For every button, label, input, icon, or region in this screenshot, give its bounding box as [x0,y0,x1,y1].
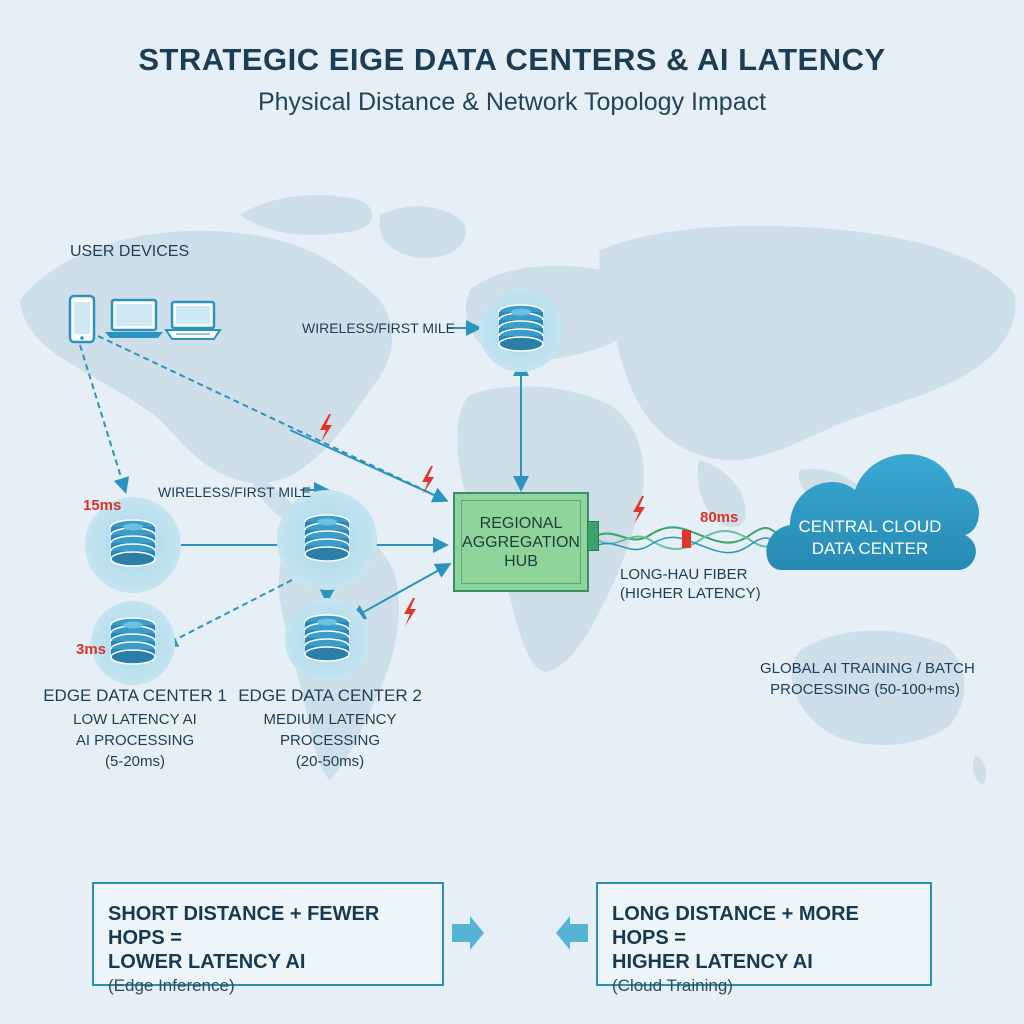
summary-cloud-line1: LONG DISTANCE + MORE HOPS = [612,903,859,949]
hub-label-line3: HUB [504,552,538,570]
summary-cloud-line3: (Cloud Training) [612,976,733,995]
hub-fiber-port [587,521,599,551]
lightning-icon [404,598,416,626]
edge2-line2: PROCESSING [279,732,381,749]
laptop-keyboard-icon [164,300,222,340]
page-title: STRATEGIC EIGE DATA CENTERS & AI LATENCY [138,42,886,77]
page-subtitle: Physical Distance & Network Topology Imp… [257,88,767,116]
link-phone-to-hub [97,335,449,503]
laptop-icon [105,298,163,338]
lightning-icon [633,496,645,524]
edge2-title: EDGE DATA CENTER 2 [238,686,422,705]
latency-label-edge1-top: 15ms [83,497,122,514]
cloud-note-line1: GLOBAL AI TRAINING / BATCH [760,660,975,677]
wireless-first-mile-label-top: WIRELESS/FIRST MILE [302,320,455,336]
edge-data-center-1-server-lower [91,601,175,685]
link-edge2-to-hub [349,563,452,620]
link-edge2-to-edge1-dashed [161,579,293,647]
arrow-left-icon [556,916,588,950]
summary-box-edge: SHORT DISTANCE + FEWER HOPS = LOWER LATE… [92,882,444,995]
summary-edge-line3: (Edge Inference) [108,976,235,995]
lightning-icon [320,414,332,442]
edge2-line3: (20-50ms) [295,753,365,770]
cloud-label-line1: CENTRAL CLOUD [798,517,942,536]
fiber-label-line1: LONG-HAU FIBER [620,566,748,583]
summary-edge-line2: LOWER LATENCY AI [108,951,306,973]
summary-edge-line1: SHORT DISTANCE + FEWER HOPS = [108,903,380,949]
link-phone-to-edge1 [79,344,130,494]
latency-label-edge1-bottom: 3ms [76,641,107,658]
hub-label-line2: AGGREGATION [462,533,580,551]
fiber-latency-marker [682,530,691,548]
cloud-note-line2: PROCESSING (50-100+ms) [770,681,960,698]
fiber-label-line2: (HIGHER LATENCY) [620,585,761,602]
edge1-line1: LOW LATENCY AI [73,711,197,728]
arrow-right-icon [452,916,484,950]
edge-data-center-2-server-lower [285,598,369,682]
cloud-label-line2: DATA CENTER [811,539,929,558]
hub-label-line1: REGIONAL [479,514,563,532]
edge2-line1: MEDIUM LATENCY [263,711,397,728]
edge1-line2: AI PROCESSING [75,732,195,749]
edge-data-center-2-server [277,490,377,590]
edge-data-center-1-server [85,497,181,593]
regional-node-top [479,288,563,372]
user-devices-label: USER DEVICES [70,243,190,260]
regional-aggregation-hub: REGIONAL AGGREGATION HUB [453,492,589,592]
long-haul-fiber [597,526,781,554]
edge1-title: EDGE DATA CENTER 1 [43,686,227,705]
wireless-first-mile-label-left: WIRELESS/FIRST MILE [158,484,311,500]
latency-label-fiber: 80ms [700,509,739,526]
edge1-line3: (5-20ms) [104,753,165,770]
phone-icon [68,294,96,344]
central-cloud-label: CENTRAL CLOUD DATA CENTER [780,516,960,560]
summary-box-cloud: LONG DISTANCE + MORE HOPS = HIGHER LATEN… [596,882,932,995]
cloud-icon [766,454,979,571]
summary-cloud-line2: HIGHER LATENCY AI [612,951,813,973]
